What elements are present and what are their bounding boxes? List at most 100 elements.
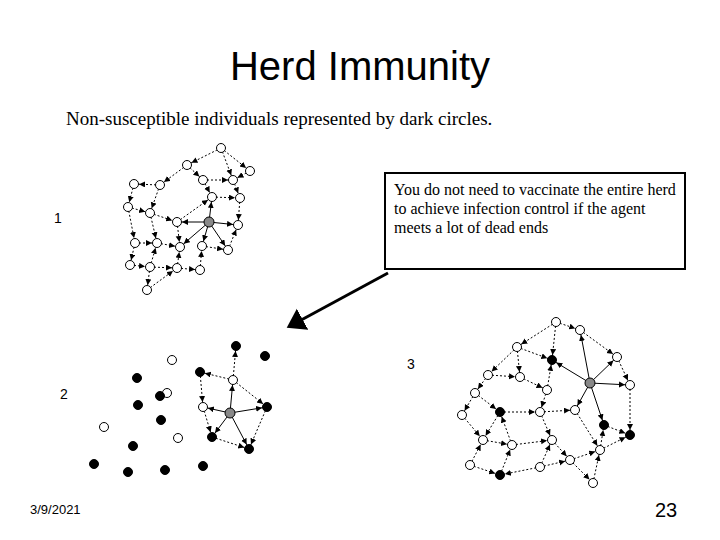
contact-line (233, 346, 236, 380)
individual-circle (146, 263, 155, 272)
contact-line (600, 435, 630, 450)
individual-circle (183, 161, 192, 170)
individual-circle (157, 416, 166, 425)
individual-circle (466, 461, 475, 470)
page-number: 23 (655, 498, 677, 522)
individual-circle (161, 466, 170, 475)
individual-circle (626, 381, 635, 390)
illustration-part (177, 197, 238, 250)
individual-circle (571, 406, 580, 415)
individual-circle (176, 243, 185, 252)
individual-circle (199, 176, 208, 185)
individual-circle (204, 217, 214, 227)
individual-circle (585, 378, 595, 388)
individual-circle (536, 463, 545, 472)
contact-line (230, 413, 249, 449)
individual-circle (576, 326, 585, 335)
individual-circle (261, 352, 270, 361)
contact-line (575, 410, 600, 450)
individual-circle (198, 242, 207, 251)
individual-circle (156, 181, 165, 190)
individual-circle (484, 371, 493, 380)
contact-line (540, 410, 575, 412)
contact-line (160, 165, 187, 185)
individual-circle (129, 442, 138, 451)
contact-line (552, 360, 590, 383)
illustration-part (458, 318, 635, 488)
contact-line (221, 148, 250, 171)
contact-line (230, 407, 267, 413)
contact-line (517, 347, 552, 360)
contact-line (630, 385, 631, 435)
callout-box: You do not need to vaccinate the entire … (384, 172, 686, 270)
individual-circle (496, 408, 505, 417)
panel-number: 3 (407, 356, 415, 372)
individual-circle (156, 392, 165, 401)
individual-circle (245, 445, 254, 454)
individual-circle (146, 209, 155, 218)
individual-circle (143, 286, 152, 295)
individual-circle (496, 471, 505, 480)
illustration-part (90, 342, 272, 477)
individual-circle (224, 246, 233, 255)
individual-circle (196, 368, 205, 377)
individual-circle (225, 408, 235, 418)
individual-circle (234, 221, 243, 230)
individual-circle (536, 408, 545, 417)
contact-line (200, 372, 233, 380)
panel-number: 2 (60, 386, 68, 402)
contact-line (128, 207, 135, 243)
illustration-part (100, 356, 238, 443)
contact-line (200, 372, 203, 407)
individual-circle (174, 434, 183, 443)
individual-circle (208, 193, 217, 202)
individual-circle (196, 266, 205, 275)
contact-line (249, 407, 267, 449)
contact-line (500, 412, 512, 445)
contact-line (500, 467, 540, 475)
individual-circle (600, 421, 609, 430)
contact-line (512, 440, 552, 445)
individual-circle (626, 431, 635, 440)
individual-circle (208, 433, 217, 442)
illustration-part (203, 380, 267, 449)
individual-circle (126, 261, 135, 270)
contact-line (593, 450, 600, 483)
individual-circle (124, 203, 133, 212)
individual-circle (131, 239, 140, 248)
individual-circle (217, 144, 226, 153)
individual-circle (552, 318, 561, 327)
individual-circle (232, 342, 241, 351)
individual-circle (173, 218, 182, 227)
illustration-part (462, 322, 630, 483)
contact-line (488, 347, 517, 375)
contact-line (590, 383, 630, 385)
contact-line (233, 380, 267, 407)
contact-line (590, 357, 617, 383)
individual-circle (229, 176, 238, 185)
individual-circle (548, 356, 557, 365)
individual-circle (173, 264, 182, 273)
contact-line (221, 148, 233, 180)
contact-line (500, 412, 540, 413)
individual-circle (199, 403, 208, 412)
individual-circle (90, 460, 99, 469)
slide-title: Herd Immunity (0, 42, 720, 90)
slide-date: 3/9/2021 (30, 502, 81, 518)
contact-line (552, 322, 556, 360)
individual-circle (124, 468, 133, 477)
illustration-part (124, 144, 255, 295)
subtitle-note: Non-susceptible individuals represented … (66, 107, 492, 131)
contact-line (580, 330, 590, 383)
individual-circle (516, 373, 525, 382)
individual-circle (543, 386, 552, 395)
individual-circle (199, 462, 208, 471)
individual-circle (134, 401, 143, 410)
individual-circle (246, 167, 255, 176)
illustration-part (200, 346, 267, 449)
individual-circle (458, 411, 467, 420)
individual-circle (168, 356, 177, 365)
individual-circle (513, 343, 522, 352)
individual-circle (153, 239, 162, 248)
illustration-part (496, 356, 635, 480)
